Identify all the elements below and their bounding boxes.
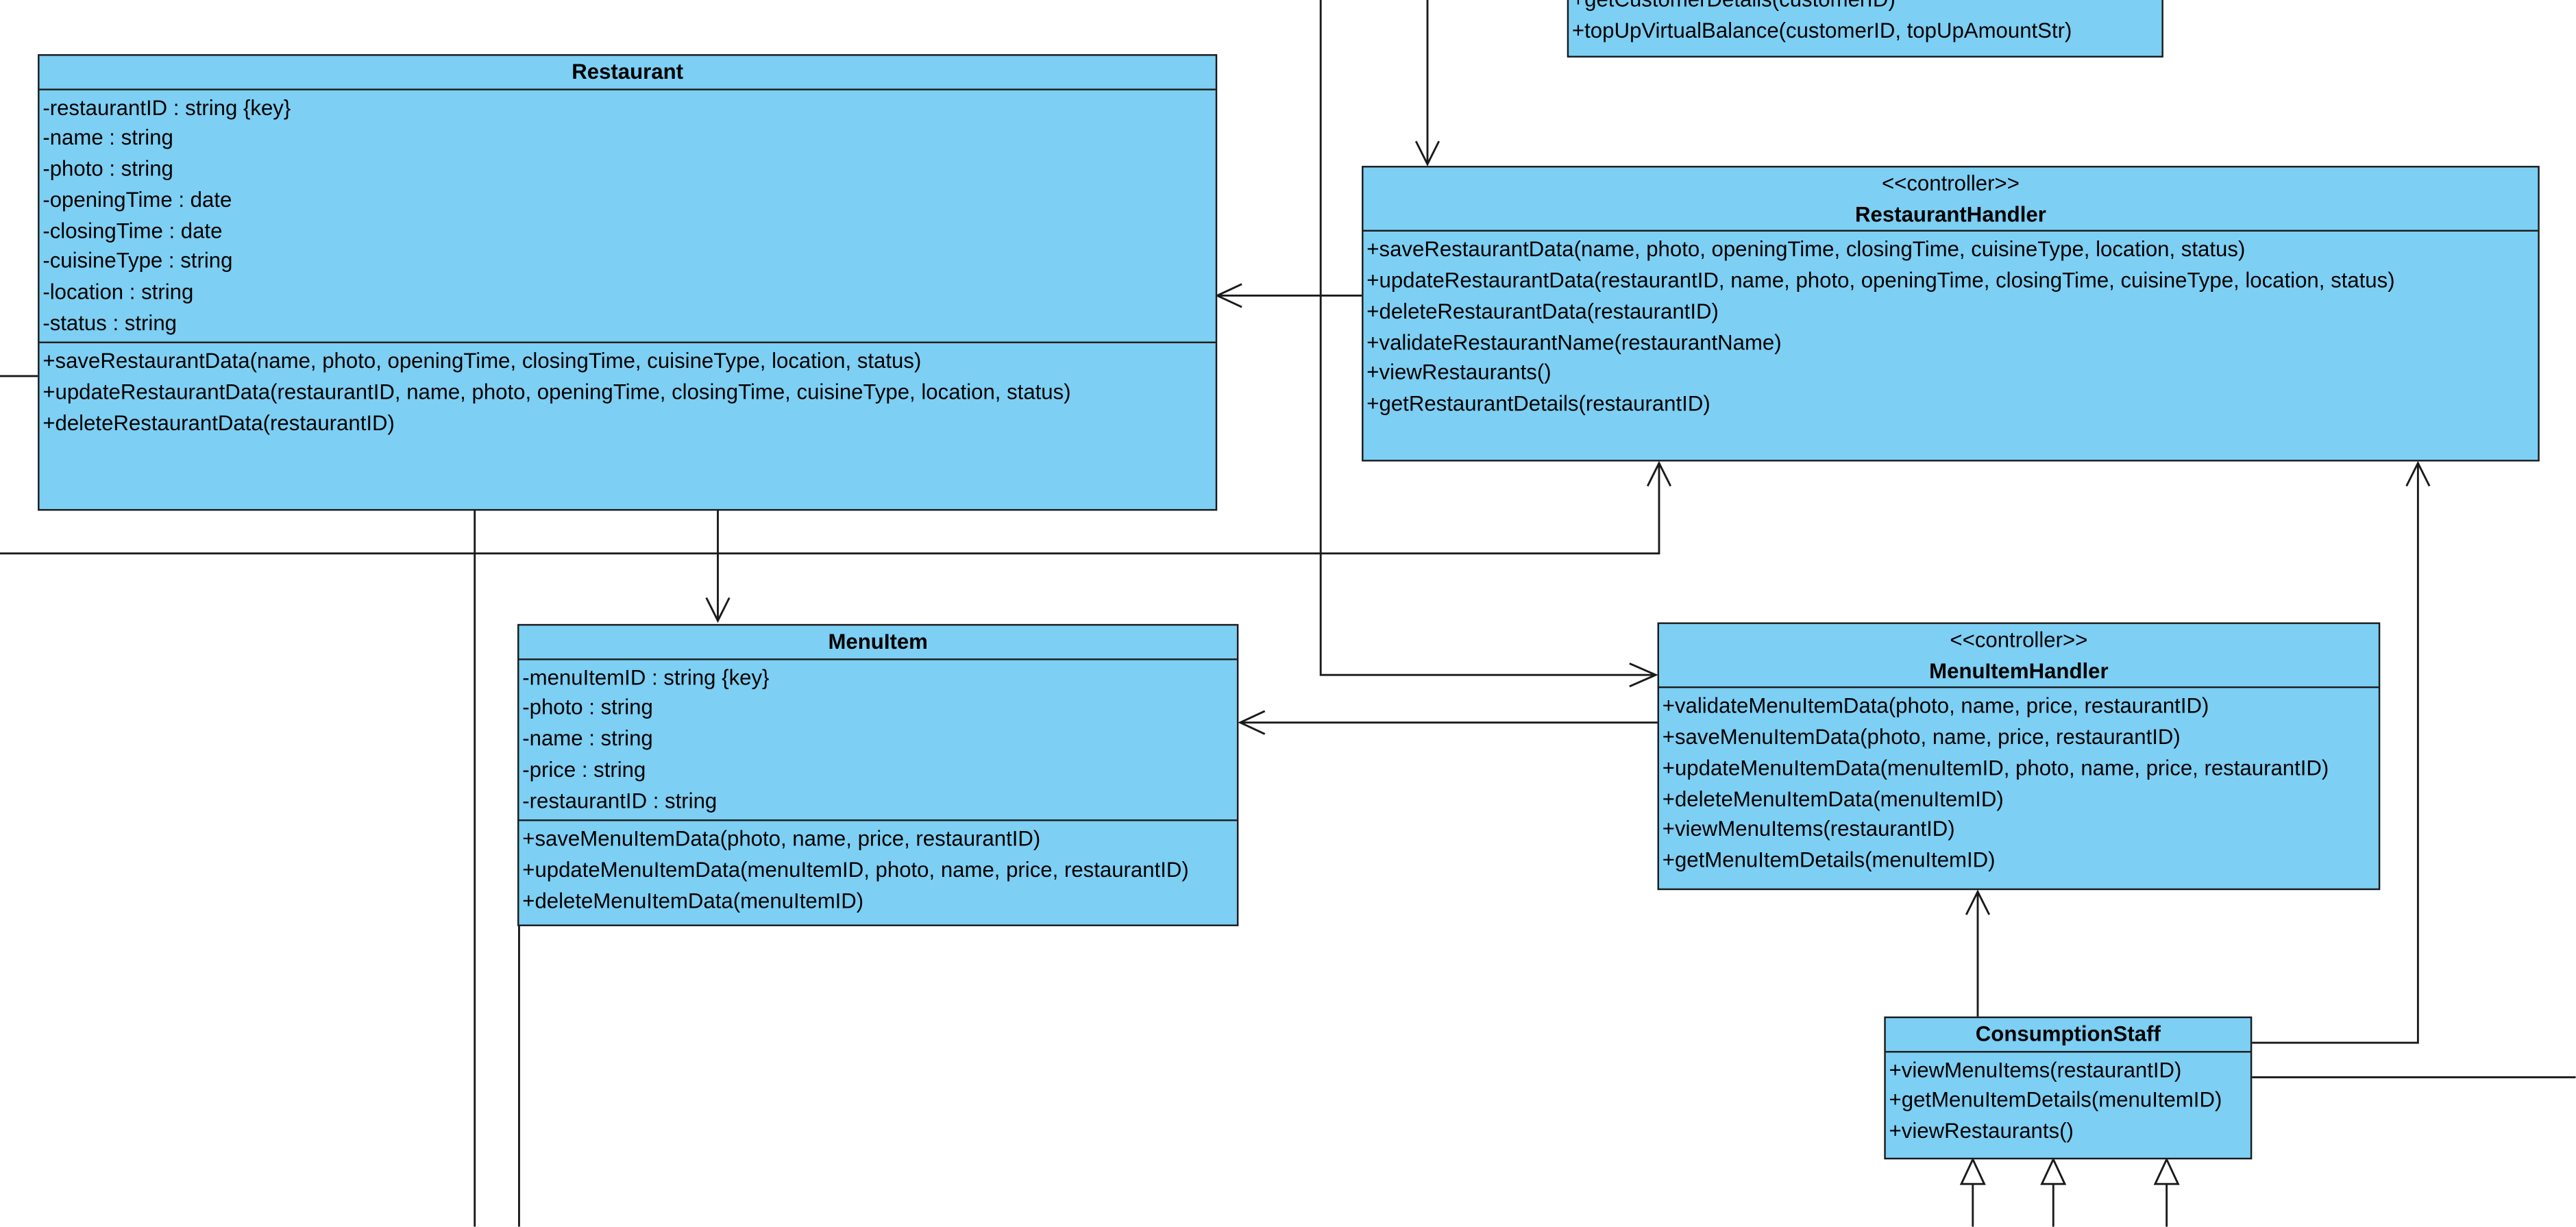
attribute: -name : string xyxy=(42,125,173,151)
operation: +viewRestaurants() xyxy=(1366,360,1551,385)
attribute: -cuisineType : string xyxy=(42,248,233,273)
operation: +viewMenuItems(restaurantID) xyxy=(1889,1056,2182,1082)
attribute: -openingTime : date xyxy=(42,186,232,212)
attribute: -restaurantID : string xyxy=(522,787,717,813)
association-arrowhead xyxy=(1965,889,1991,915)
class-customer-handler-fragment: +getCustomerDetails(customerID) +topUpVi… xyxy=(1567,0,2163,58)
stereotype-label: <<controller>> xyxy=(1950,627,2088,652)
class-consumption-staff: ConsumptionStaff +viewMenuItems(restaura… xyxy=(1884,1016,2253,1160)
operation: +updateMenuItemData(menuItemID, photo, n… xyxy=(522,857,1189,882)
class-restaurant-handler: <<controller>> RestaurantHandler +saveRe… xyxy=(1362,166,2540,462)
operation: +getCustomerDetails(customerID) xyxy=(1572,0,2159,16)
operation: +getMenuItemDetails(menuItemID) xyxy=(1662,847,1996,872)
attribute: -closingTime : date xyxy=(42,217,223,243)
operation: +viewMenuItems(restaurantID) xyxy=(1662,816,1955,841)
attribute: -menuItemID : string {key} xyxy=(522,665,770,690)
attribute: -photo : string xyxy=(42,156,173,181)
class-name: MenuItem xyxy=(828,629,928,654)
operation: +saveRestaurantData(name, photo, opening… xyxy=(42,348,922,373)
class-name: RestaurantHandler xyxy=(1855,201,2046,227)
operation: +validateMenuItemData(photo, name, price… xyxy=(1662,693,2209,719)
operation: +deleteMenuItemData(menuItemID) xyxy=(522,887,864,913)
operation: +saveMenuItemData(photo, name, price, re… xyxy=(1662,724,2181,749)
class-menu-item-handler: <<controller>> MenuItemHandler +validate… xyxy=(1657,622,2381,891)
attribute: -price : string xyxy=(522,756,646,782)
class-name: Restaurant xyxy=(572,59,684,84)
class-name: ConsumptionStaff xyxy=(1975,1021,2161,1046)
association-line-top-to-menuitemhandler xyxy=(1319,0,1656,676)
association-line-left-to-restauranthandler xyxy=(0,462,1660,555)
association-arrowhead xyxy=(705,597,731,623)
association-arrowhead xyxy=(1629,662,1658,688)
operation: +validateRestaurantName(restaurantName) xyxy=(1366,329,1782,354)
association-arrowhead xyxy=(1414,140,1440,166)
operation: +deleteMenuItemData(menuItemID) xyxy=(1662,786,2004,810)
class-menu-item: MenuItem -menuItemID : string {key} -pho… xyxy=(517,623,1239,926)
attribute: -photo : string xyxy=(522,695,653,720)
association-line-staff-to-restauranthandler xyxy=(2252,462,2419,1044)
operation: +updateMenuItemData(menuItemID, photo, n… xyxy=(1662,755,2329,780)
association-arrowhead xyxy=(2405,460,2431,487)
association-arrowhead xyxy=(1238,710,1266,735)
attribute: -location : string xyxy=(42,279,194,304)
generalization-triangle-1 xyxy=(1959,1156,1986,1185)
operation: +getMenuItemDetails(menuItemID) xyxy=(1889,1087,2222,1113)
operation: +saveRestaurantData(name, photo, opening… xyxy=(1366,237,2246,262)
attribute: -restaurantID : string {key} xyxy=(42,95,291,120)
operation: +updateRestaurantData(restaurantID, name… xyxy=(1366,267,2395,293)
generalization-triangle-3 xyxy=(2153,1156,2180,1185)
attribute: -status : string xyxy=(42,310,177,335)
operation: +viewRestaurants() xyxy=(1889,1118,2074,1143)
operation: +updateRestaurantData(restaurantID, name… xyxy=(42,379,1071,404)
association-arrowhead xyxy=(1646,460,1672,487)
attribute: -name : string xyxy=(522,726,653,751)
operation: +deleteRestaurantData(restaurantID) xyxy=(42,410,395,435)
class-name: MenuItemHandler xyxy=(1929,658,2109,683)
operation: +getRestaurantDetails(restaurantID) xyxy=(1366,391,1710,416)
operation: +deleteRestaurantData(restaurantID) xyxy=(1366,298,1719,323)
generalization-triangle-2 xyxy=(2040,1156,2067,1185)
operation: +saveMenuItemData(photo, name, price, re… xyxy=(522,826,1041,852)
stereotype-label: <<controller>> xyxy=(1881,171,2020,196)
operation: +topUpVirtualBalance(customerID, topUpAm… xyxy=(1571,17,2072,42)
association-arrowhead xyxy=(1214,283,1242,308)
class-restaurant: Restaurant -restaurantID : string {key} … xyxy=(38,54,1218,511)
